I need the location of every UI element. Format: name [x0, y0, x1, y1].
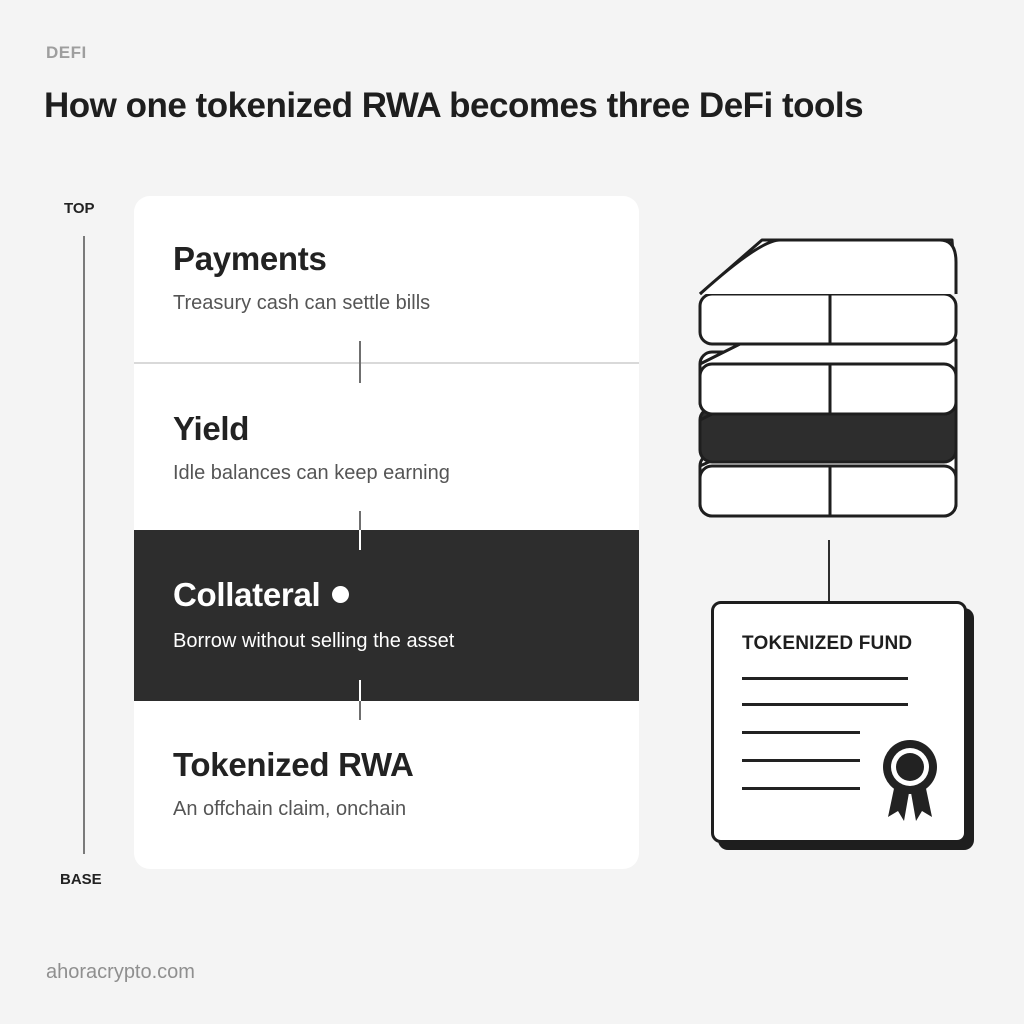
- layer-card: Payments Treasury cash can settle bills …: [134, 196, 639, 869]
- connector-tick: [359, 701, 361, 720]
- layer-description: An offchain claim, onchain: [173, 798, 407, 820]
- layer-stack-icon: [698, 238, 958, 518]
- layer-collateral: Collateral Borrow without selling the as…: [134, 530, 639, 701]
- layer-tokenized-rwa: Tokenized RWA An offchain claim, onchain: [134, 701, 639, 869]
- fund-card-title: TOKENIZED FUND: [742, 633, 913, 654]
- layer-yield: Yield Idle balances can keep earning: [134, 364, 639, 530]
- connector-tick: [359, 530, 361, 550]
- footer-site: ahoracrypto.com: [46, 961, 195, 983]
- document-line: [742, 677, 908, 680]
- active-dot-icon: [332, 586, 350, 603]
- layer-description: Idle balances can keep earning: [173, 462, 450, 484]
- tokenized-fund-card: TOKENIZED FUND: [711, 601, 967, 843]
- award-seal-icon: [883, 740, 937, 821]
- document-line: [742, 759, 860, 762]
- stack-connector: [828, 540, 830, 604]
- document-line: [742, 731, 860, 734]
- document-line: [742, 787, 860, 790]
- axis-line: [83, 236, 85, 854]
- layer-title: Yield: [173, 410, 250, 447]
- connector-tick: [359, 680, 361, 701]
- axis-base-label: BASE: [60, 871, 102, 888]
- connector-tick: [359, 511, 361, 530]
- document-line: [742, 703, 908, 706]
- connector-tick: [359, 341, 361, 383]
- layer-divider: [134, 362, 639, 364]
- layer-title: Collateral: [173, 576, 350, 614]
- layer-title: Payments: [173, 240, 327, 277]
- axis-top-label: TOP: [64, 200, 95, 217]
- layer-title: Tokenized RWA: [173, 746, 414, 783]
- eyebrow-label: DEFI: [46, 43, 87, 62]
- layer-payments: Payments Treasury cash can settle bills: [134, 196, 639, 362]
- layer-description: Treasury cash can settle bills: [173, 292, 431, 314]
- page-title: How one tokenized RWA becomes three DeFi…: [44, 86, 864, 125]
- layer-description: Borrow without selling the asset: [173, 630, 455, 652]
